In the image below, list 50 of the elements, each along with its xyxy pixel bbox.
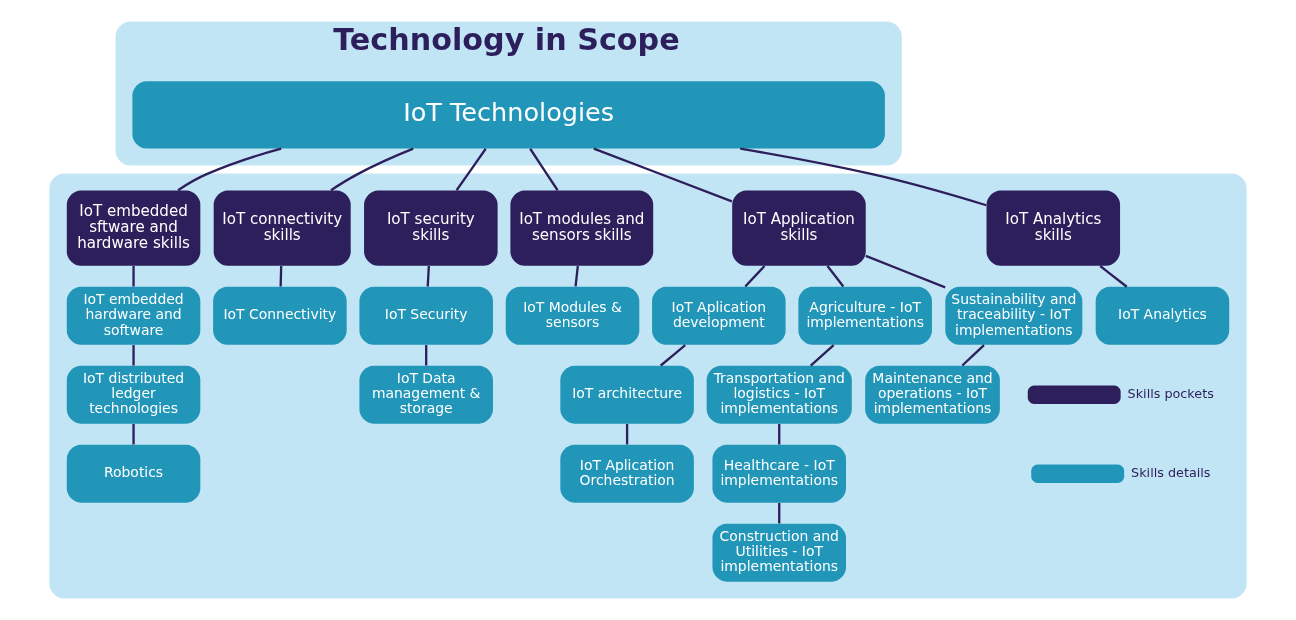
legend-label: Skills details [1131, 464, 1211, 480]
node-box: IoT architecture [560, 365, 694, 424]
node-box: IoT distributed ledger technologies [66, 365, 201, 424]
node-box: Maintenance and operations - IoT implementations [865, 365, 1000, 424]
node-box: IoT connectivity skills [213, 190, 351, 266]
connector [865, 254, 946, 289]
connector [426, 265, 430, 287]
connector [132, 266, 135, 287]
connector [809, 344, 835, 367]
node-box: Robotics [66, 444, 201, 503]
connector [425, 345, 428, 366]
connector [778, 503, 781, 524]
node-box: IoT Connectivity [213, 286, 347, 345]
node-box: IoT modules and sensors skills [510, 190, 654, 266]
connector [279, 265, 283, 287]
node-box: IoT Application skills [732, 190, 866, 266]
node-box: IoT Technologies [132, 81, 885, 149]
node-box: Healthcare - IoT implementations [712, 444, 846, 503]
connector [660, 344, 686, 367]
node-box: IoT security skills [364, 190, 498, 266]
connector [1099, 265, 1128, 288]
node-box: Transportation and logistics - IoT implementations [706, 365, 852, 424]
node-box: Agriculture - IoT implementations [798, 286, 932, 345]
connector [330, 147, 414, 192]
connector [744, 265, 766, 288]
connector [740, 147, 987, 207]
connector [529, 148, 559, 191]
cluster [49, 173, 1247, 599]
connector [593, 147, 733, 203]
node-box: IoT Modules & sensors [505, 286, 640, 345]
node-box: IoT Analytics skills [986, 190, 1121, 266]
node-box: IoT Data management & storage [359, 365, 493, 424]
node-box: IoT Aplication development [652, 286, 786, 345]
connector [961, 344, 985, 367]
connector [132, 424, 135, 445]
node-box: IoT embedded sftware and hardware skills [66, 190, 201, 266]
node-box: IoT Security [359, 286, 493, 345]
node-box: IoT embedded hardware and software [66, 286, 201, 345]
node-box: IoT Analytics [1095, 286, 1230, 345]
connector [826, 265, 845, 288]
connector [574, 265, 579, 287]
connector [455, 148, 487, 191]
node-box: Construction and Utilities - IoT implementations [712, 523, 846, 582]
legend-label: Skills pockets [1127, 386, 1214, 402]
node-box: Sustainability and traceability - IoT implementations [945, 286, 1083, 345]
connector [778, 424, 781, 445]
connector [177, 147, 282, 192]
connector [132, 345, 135, 366]
connector [625, 424, 629, 445]
node-box: IoT Aplication Orchestration [560, 444, 694, 503]
